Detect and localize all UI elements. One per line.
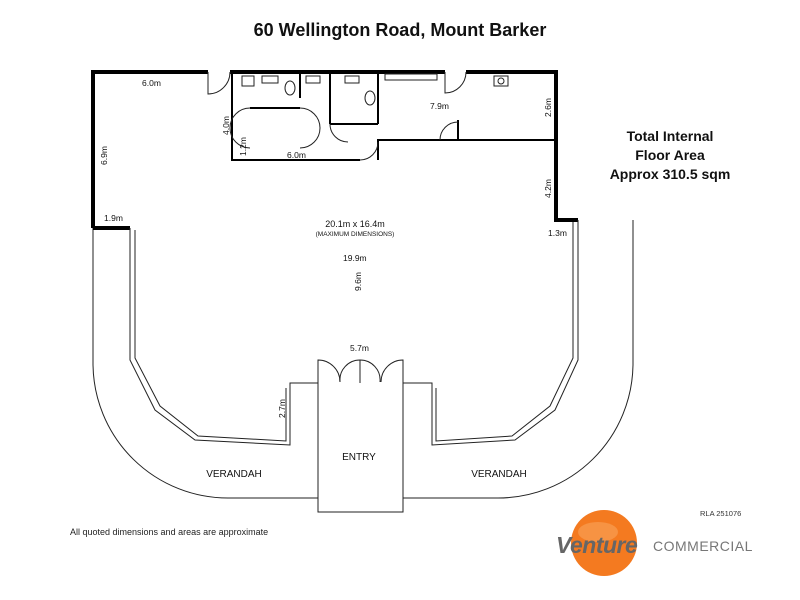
verandah-right-outline (403, 220, 634, 499)
internal-doors (207, 71, 467, 161)
logo-word: Venture (556, 532, 638, 558)
dim-small-1-2: 1.2m (238, 137, 248, 156)
toilet-bowl-3 (364, 90, 376, 106)
dim-right-7-9: 7.9m (430, 101, 449, 111)
glazed-frontage (129, 220, 579, 446)
building-walls (91, 70, 578, 230)
dim-right-1-3: 1.3m (548, 228, 567, 238)
toilet-bowl-1 (284, 80, 296, 96)
disclaimer-note: All quoted dimensions and areas are appr… (70, 527, 269, 537)
room-labels: 20.1m x 16.4m (MAXIMUM DIMENSIONS) ENTRY… (206, 219, 527, 480)
dim-toilet-width-6: 6.0m (287, 150, 306, 160)
dim-left-2-7: 2.7m (277, 399, 287, 418)
max-dimensions-note: (MAXIMUM DIMENSIONS) (316, 231, 395, 238)
dim-center-9-6: 9.6m (353, 272, 363, 291)
verandah-right-label: VERANDAH (471, 469, 527, 480)
verandah-left-outline (92, 228, 318, 499)
dim-right-4-2: 4.2m (543, 179, 553, 198)
dimension-labels: 6.0m 4.0m 7.9m 2.6m 6.9m 1.2m 6.0m 4.2m … (99, 78, 567, 418)
toilet-2 (305, 75, 321, 84)
logo-mark (571, 510, 637, 576)
entry-label: ENTRY (342, 452, 376, 463)
dim-center-19-9: 19.9m (343, 253, 367, 263)
fixtures (241, 75, 509, 106)
dim-right-2-6: 2.6m (543, 98, 553, 117)
venture-commercial-logo: Venture COMMERCIAL (553, 500, 753, 580)
floor-area-line1: Total Internal (626, 128, 714, 144)
basin-1 (241, 75, 255, 87)
max-dimensions: 20.1m x 16.4m (325, 219, 385, 229)
logo-suffix: COMMERCIAL (653, 538, 753, 554)
reference-code: RLA 251076 (700, 509, 742, 518)
toilet-1 (261, 75, 279, 84)
dim-left-6-9: 6.9m (99, 146, 109, 165)
dim-toilet-height-4: 4.0m (221, 116, 231, 135)
dim-top-left-6: 6.0m (142, 78, 161, 88)
toilet-3 (344, 75, 360, 84)
amenities-block (231, 74, 556, 161)
dim-entry-5-7: 5.7m (350, 343, 369, 353)
verandah-left-label: VERANDAH (206, 469, 262, 480)
north-window (384, 73, 438, 81)
page-title: 60 Wellington Road, Mount Barker (253, 20, 547, 40)
floor-area-line3: Approx 310.5 sqm (609, 166, 731, 182)
floor-area-line2: Floor Area (635, 147, 705, 163)
wall-north-west (91, 70, 208, 228)
floor-area-summary: Total Internal Floor Area Approx 310.5 s… (595, 127, 745, 184)
wall-north-east (466, 70, 578, 222)
verandah-outline (92, 220, 634, 513)
entry-doors (317, 359, 404, 383)
entry-outline (317, 383, 404, 513)
dim-left-1-9: 1.9m (104, 213, 123, 223)
